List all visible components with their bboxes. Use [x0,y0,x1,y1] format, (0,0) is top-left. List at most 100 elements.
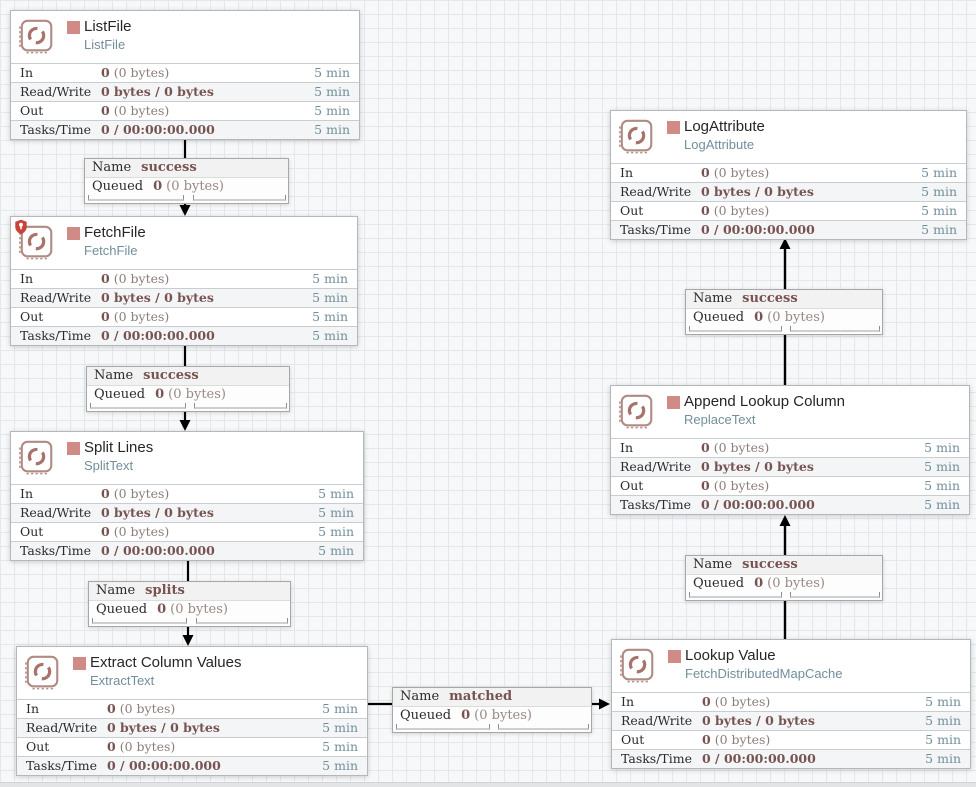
stat-label: Read/Write [621,713,693,728]
processor-type: ListFile [84,37,126,52]
stopped-state-icon [667,396,680,409]
stat-value: 0 bytes / 0 bytes [702,713,815,728]
processor-title: FetchFile [84,224,146,241]
stat-label: Read/Write [620,459,692,474]
processor-listfile[interactable]: ListFile ListFile In 0(0 bytes) 5 min Re… [10,10,360,140]
stat-row-tasks-time: Tasks/Time 0 / 00:00:00.000 5 min [611,220,966,239]
connection-name-key: Name [92,160,132,175]
stat-label: Tasks/Time [20,328,92,343]
processor-fetchfile[interactable]: FetchFile FetchFile In 0(0 bytes) 5 min … [10,216,358,346]
stat-value: 0(0 bytes) [101,524,170,539]
stat-time: 5 min [322,758,358,773]
stat-time: 5 min [925,751,961,766]
connection-backpressure-bars [686,326,882,334]
stat-row-out: Out 0(0 bytes) 5 min [17,737,367,756]
stat-time: 5 min [924,478,960,493]
connection-backpressure-bars [87,403,289,411]
processor-header: Lookup Value FetchDistributedMapCache [612,640,970,692]
stat-label: Tasks/Time [20,543,92,558]
stat-row-read-write: Read/Write 0 bytes / 0 bytes 5 min [17,718,367,737]
stopped-state-icon [73,657,86,670]
stat-label: Read/Write [20,84,92,99]
connection-queued-size: (0 bytes) [166,179,224,194]
restricted-shield-icon [14,219,28,235]
stat-value: 0(0 bytes) [701,165,770,180]
stat-label: In [20,486,33,501]
processor-header: Append Lookup Column ReplaceText [611,386,969,438]
stat-value: 0(0 bytes) [107,739,176,754]
stat-time: 5 min [318,486,354,501]
stat-label: In [620,440,633,455]
stat-label: Tasks/Time [620,222,692,237]
stat-label: Read/Write [20,505,92,520]
stat-time: 5 min [312,290,348,305]
stat-value: 0(0 bytes) [107,701,176,716]
processor-title: Lookup Value [685,647,776,664]
connection-queued-value: 0 [153,179,163,194]
stat-row-out: Out 0(0 bytes) 5 min [11,522,363,541]
connection-queued-value: 0 [461,708,471,723]
processor-extract-column-values[interactable]: Extract Column Values ExtractText In 0(0… [16,646,368,776]
processor-titles: Lookup Value FetchDistributedMapCache [685,647,962,682]
stat-label: Tasks/Time [26,758,98,773]
stat-value: 0(0 bytes) [101,65,170,80]
stat-row-in: In 0(0 bytes) 5 min [611,438,969,457]
object-threshold-bar [688,592,783,598]
processor-header: FetchFile FetchFile [11,217,357,269]
stat-label: Read/Write [26,720,98,735]
stat-value: 0(0 bytes) [702,694,771,709]
stat-row-in: In 0(0 bytes) 5 min [17,699,367,718]
stat-label: Out [621,732,645,747]
connection-queued-key: Queued [96,602,148,617]
stat-row-in: In 0(0 bytes) 5 min [612,692,970,711]
connection-queued-key: Queued [693,310,745,325]
stat-label: In [20,271,33,286]
processor-header: ListFile ListFile [11,11,359,63]
processor-logattribute[interactable]: LogAttribute LogAttribute In 0(0 bytes) … [610,110,967,240]
canvas-bottom-edge [0,782,976,787]
stat-row-tasks-time: Tasks/Time 0 / 00:00:00.000 5 min [612,749,970,768]
processor-append-lookup-column[interactable]: Append Lookup Column ReplaceText In 0(0 … [610,385,970,515]
processor-lookup-value[interactable]: Lookup Value FetchDistributedMapCache In… [611,639,971,769]
connection-queued-size: (0 bytes) [168,387,226,402]
connection-name-key: Name [693,557,733,572]
connection-queued-key: Queued [94,387,146,402]
stat-time: 5 min [921,222,957,237]
stat-value: 0 bytes / 0 bytes [701,184,814,199]
connection-name-key: Name [94,368,134,383]
connection-queued-size: (0 bytes) [170,602,228,617]
processor-header: Extract Column Values ExtractText [17,647,367,699]
stat-label: In [26,701,39,716]
stat-time: 5 min [322,739,358,754]
stat-time: 5 min [925,713,961,728]
connection-backpressure-bars [393,724,591,732]
connection-name-value: success [143,368,199,383]
stat-value: 0(0 bytes) [702,732,771,747]
stat-time: 5 min [921,165,957,180]
stat-label: Read/Write [20,290,92,305]
stat-time: 5 min [318,543,354,558]
stat-time: 5 min [314,84,350,99]
connection-backpressure-bars [85,195,288,203]
processor-type: FetchFile [84,243,138,258]
stat-value: 0 / 00:00:00.000 [701,497,815,512]
processor-title: Split Lines [84,439,154,456]
stat-row-out: Out 0(0 bytes) 5 min [611,476,969,495]
stat-row-in: In 0(0 bytes) 5 min [11,63,359,82]
processor-split-lines[interactable]: Split Lines SplitText In 0(0 bytes) 5 mi… [10,431,364,561]
stat-row-tasks-time: Tasks/Time 0 / 00:00:00.000 5 min [11,120,359,139]
object-threshold-bar [88,195,185,201]
processor-titles: Append Lookup Column ReplaceText [684,393,961,428]
stat-row-in: In 0(0 bytes) 5 min [611,163,966,182]
